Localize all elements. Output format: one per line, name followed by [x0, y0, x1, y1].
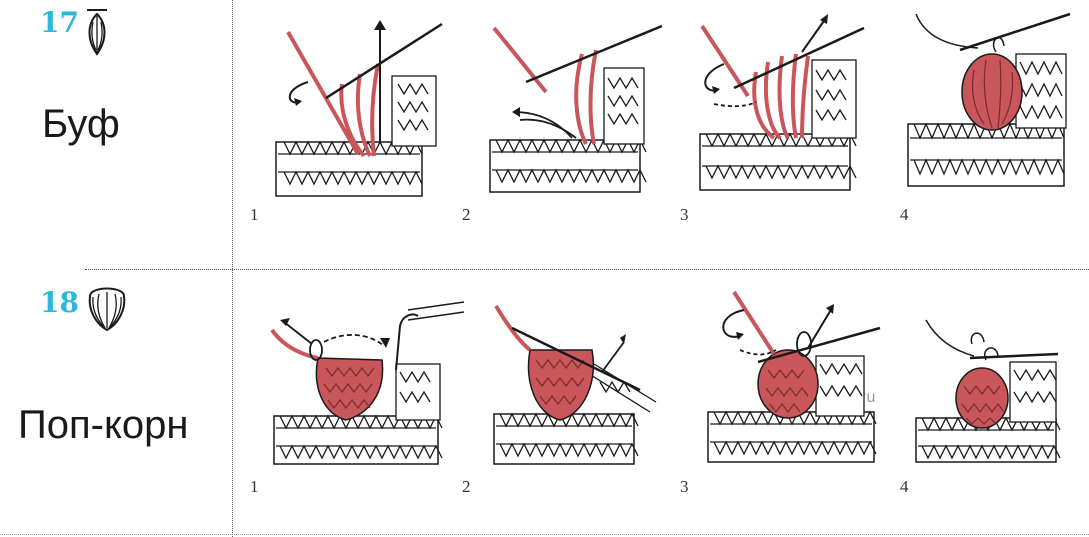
popcorn-step-3-illustration	[707, 290, 881, 463]
popcorn-stitch-symbol-icon	[88, 287, 126, 332]
stitch-number-18: 18	[40, 286, 79, 319]
step-label-17-1: 1	[250, 205, 259, 224]
step-label-18-3: 3	[680, 477, 689, 496]
row-divider	[85, 269, 1089, 270]
puff-stitch-symbol-icon	[87, 9, 107, 56]
popcorn-step-1-illustration	[270, 301, 465, 465]
step-label-17-3: 3	[680, 205, 689, 224]
step-label-17-4: 4	[900, 205, 909, 224]
step-label-18-1: 1	[250, 477, 259, 496]
stitch-name-popcorn: Поп-корн	[18, 403, 189, 447]
popcorn-step-2-illustration	[493, 304, 657, 465]
puff-step-2-illustration	[489, 24, 663, 193]
step-label-18-2: 2	[462, 477, 471, 496]
puff-step-3-illustration	[699, 14, 865, 191]
popcorn-step-4-illustration	[915, 319, 1061, 463]
stitch-number-17: 17	[40, 6, 79, 39]
bottom-border	[0, 534, 1089, 535]
column-divider	[232, 0, 233, 537]
step-label-17-2: 2	[462, 205, 471, 224]
puff-step-4-illustration	[907, 12, 1071, 187]
stitch-name-puff: Буф	[42, 102, 120, 146]
puff-step-1-illustration	[275, 20, 443, 197]
step-label-18-4: 4	[900, 477, 909, 496]
